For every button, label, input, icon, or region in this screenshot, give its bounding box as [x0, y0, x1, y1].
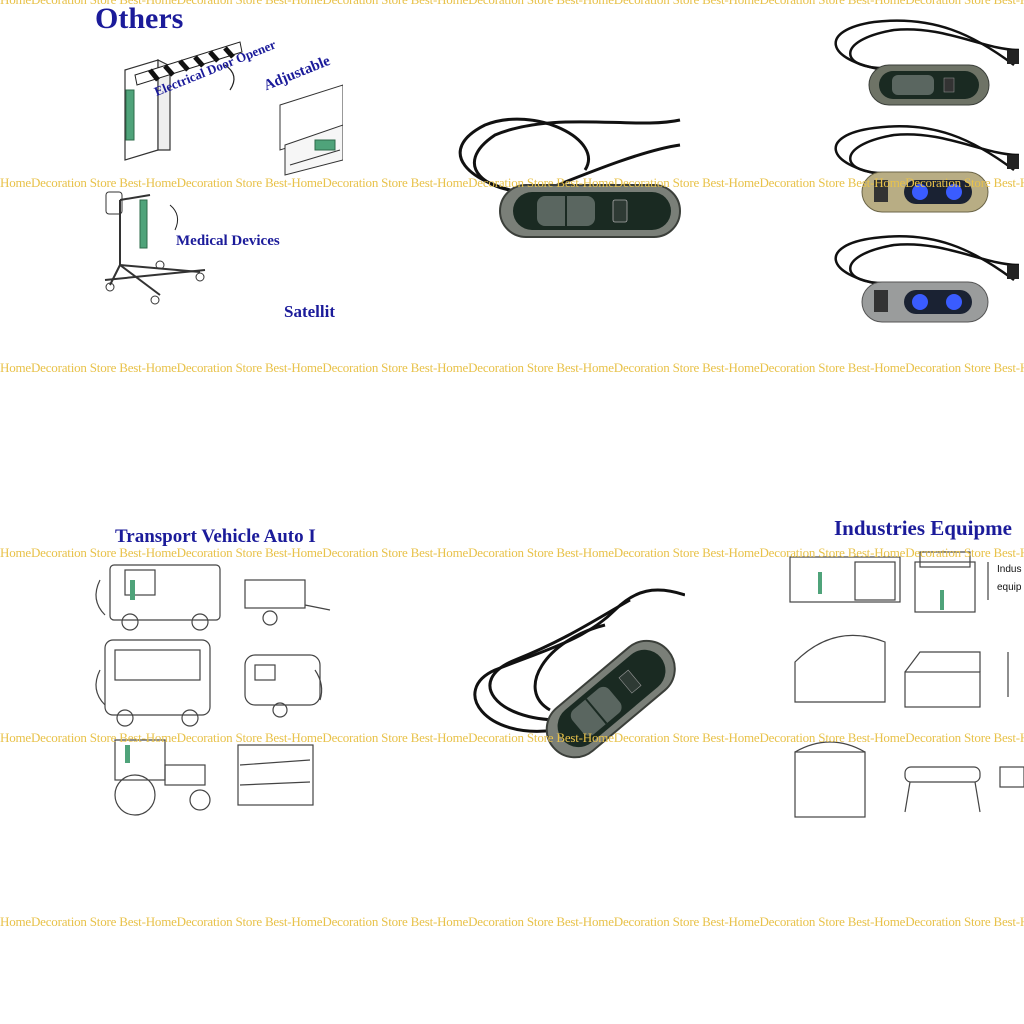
industries-note-line2: equip	[997, 582, 1022, 593]
watermark-row: HomeDecoration Store Best-HomeDecoration…	[0, 360, 1024, 375]
hand-controller-image-bottom	[473, 588, 685, 759]
transport-illustrations	[95, 564, 331, 816]
hand-controller-image-top	[458, 117, 681, 238]
industries-panel: Industries Equipme Indus equip	[780, 512, 1024, 832]
transport-title: Transport Vehicle Auto I	[115, 526, 316, 547]
door-opener-illustration	[104, 41, 343, 305]
others-panel: Others Electrical Door Opener Ad	[0, 0, 343, 345]
industries-illustrations	[789, 551, 1024, 818]
industries-note-line1: Indus	[997, 564, 1022, 575]
industries-title: Industries Equipme	[834, 516, 1012, 540]
watermark-row: HomeDecoration Store Best-HomeDecoration…	[0, 914, 1024, 929]
others-title: Others	[95, 2, 184, 35]
medical-devices-label: Medical Devices	[176, 233, 280, 249]
satellite-label: Satellit	[284, 302, 335, 321]
transport-panel: Transport Vehicle Auto I	[0, 520, 343, 830]
controller-variants-image	[834, 19, 1020, 323]
